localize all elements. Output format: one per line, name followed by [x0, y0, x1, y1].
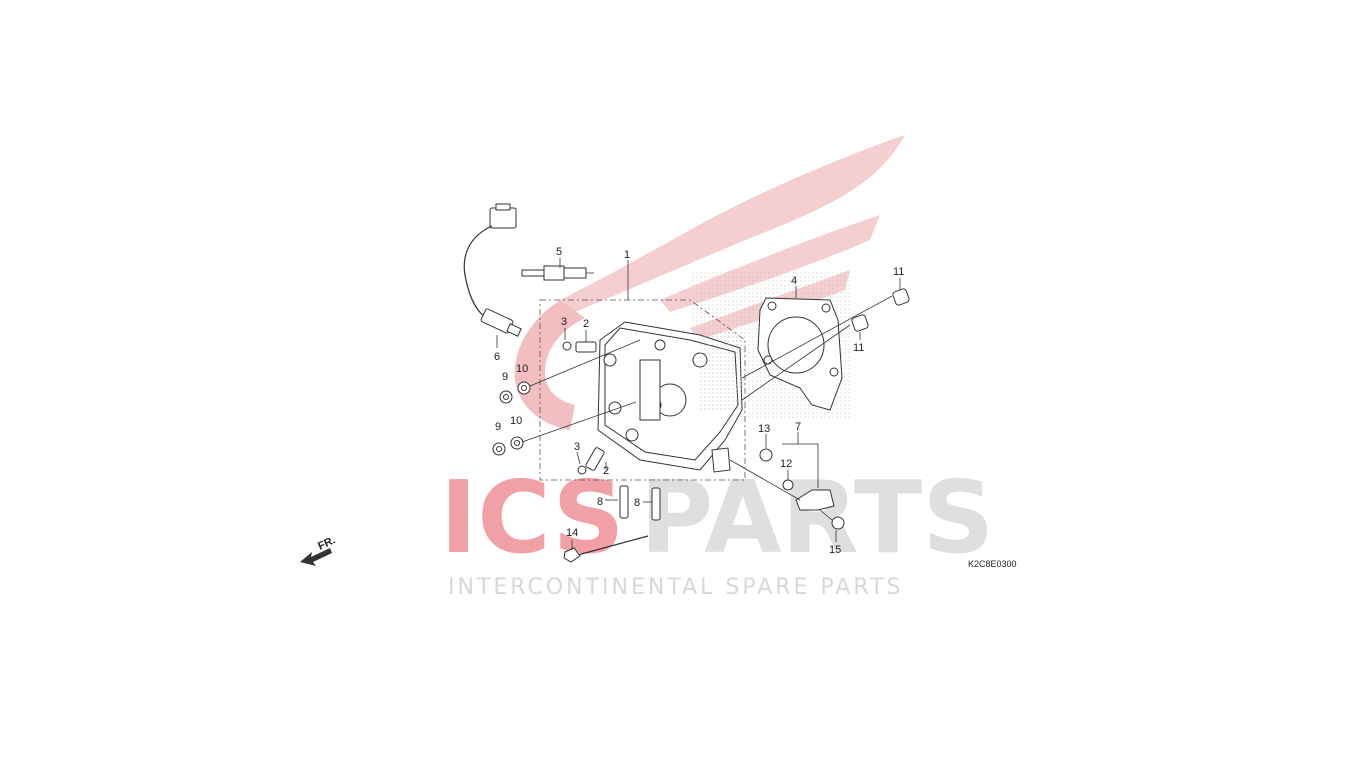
front-arrow-icon — [300, 548, 332, 566]
callout-2a: 2 — [583, 318, 589, 330]
dowel-pins — [851, 288, 910, 332]
callout-9b: 9 — [495, 421, 501, 433]
watermark-brand: ICS PARTS INTERCONTINENTAL SPARE PARTS — [440, 459, 994, 600]
callout-labels: 1 2 2 3 3 4 5 6 7 8 8 9 9 10 10 11 11 12… — [494, 246, 904, 556]
callout-11b: 11 — [853, 342, 864, 354]
callout-10a: 10 — [516, 363, 528, 375]
callout-10b: 10 — [510, 415, 522, 427]
front-direction-label: FR. — [316, 534, 337, 552]
front-direction-indicator: FR. — [300, 534, 337, 566]
callout-8b: 8 — [634, 497, 640, 509]
callout-3b: 3 — [574, 441, 580, 453]
valve-guides-seals — [562, 341, 605, 475]
spark-plug — [521, 265, 594, 281]
callout-14: 14 — [566, 527, 578, 539]
leader-lines — [496, 258, 901, 550]
plug-cap-wire — [463, 203, 522, 337]
sensor-assembly — [759, 448, 845, 530]
callout-12: 12 — [780, 458, 792, 470]
callout-1: 1 — [624, 249, 630, 261]
callout-4: 4 — [791, 275, 797, 287]
watermark-brand-right: PARTS — [640, 459, 994, 576]
callout-15: 15 — [829, 544, 841, 556]
diagram-code: K2C8E0300 — [968, 559, 1017, 569]
callout-9a: 9 — [502, 371, 508, 383]
callout-2b: 2 — [603, 465, 609, 477]
callout-8a: 8 — [597, 496, 603, 508]
washers-nuts — [492, 381, 531, 456]
callout-6: 6 — [494, 351, 500, 363]
callout-3a: 3 — [561, 316, 567, 328]
studs-bolt — [563, 485, 661, 563]
watermark-tagline: INTERCONTINENTAL SPARE PARTS — [448, 575, 903, 600]
callout-13: 13 — [758, 423, 770, 435]
cylinder-gasket — [757, 297, 843, 411]
callout-7: 7 — [795, 421, 801, 433]
callout-11a: 11 — [893, 266, 904, 278]
watermark-brand-left: ICS — [440, 459, 624, 576]
callout-5: 5 — [556, 246, 562, 258]
cylinder-head — [539, 299, 746, 481]
